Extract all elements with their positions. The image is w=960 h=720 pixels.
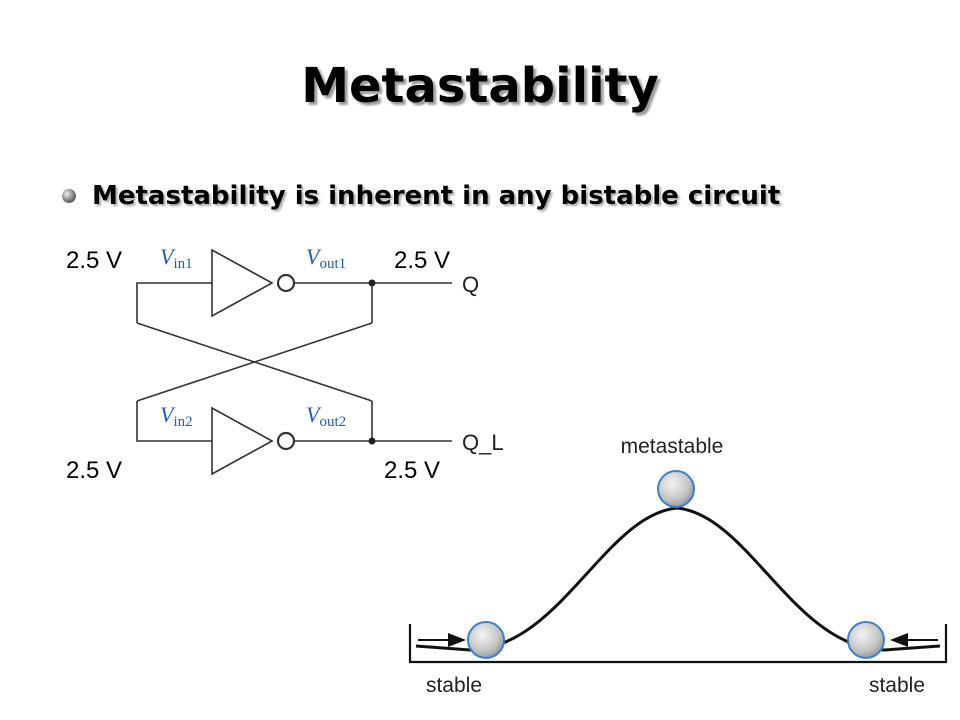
energy-landscape: metastable stable stable [408, 435, 948, 697]
stable-left-label: stable [426, 674, 482, 697]
ql-label: Q_L [462, 430, 504, 455]
q-label: Q [462, 272, 479, 297]
bullet-text: Metastability is inherent in any bistabl… [92, 181, 781, 211]
vout2-label: Vout2 [306, 402, 346, 430]
wire-cross-b [136, 322, 373, 402]
inverter-2-bubble [276, 431, 296, 451]
vout1-label: Vout1 [306, 244, 346, 272]
metastable-label: metastable [621, 435, 724, 458]
ball-metastable [657, 470, 695, 508]
wire-in1 [136, 282, 212, 323]
stable-right-label: stable [869, 674, 925, 697]
inverter-1-bubble [276, 273, 296, 293]
junction-dot-ql [368, 437, 376, 445]
container-outline [408, 624, 948, 664]
ball-stable-right [847, 621, 885, 659]
bullet-icon [62, 189, 76, 203]
right-arrow-head [890, 633, 908, 647]
voltage-in2: 2.5 V [66, 457, 122, 484]
wire-in2 [136, 401, 212, 442]
voltage-out1: 2.5 V [394, 247, 450, 274]
inverter-1 [211, 248, 274, 318]
voltage-out2: 2.5 V [384, 457, 440, 484]
left-arrow-head [448, 633, 466, 647]
junction-dot-q [368, 279, 376, 287]
hill-curve [415, 506, 941, 652]
inverter-2 [211, 406, 274, 476]
vin1-label: Vin1 [160, 244, 193, 272]
slide-title: Metastability [301, 58, 659, 114]
voltage-in1: 2.5 V [66, 247, 122, 274]
ball-stable-left [467, 621, 505, 659]
bullet-item: Metastability is inherent in any bistabl… [62, 176, 780, 216]
vin2-label: Vin2 [160, 402, 193, 430]
cross-coupled-inverters [136, 248, 452, 476]
